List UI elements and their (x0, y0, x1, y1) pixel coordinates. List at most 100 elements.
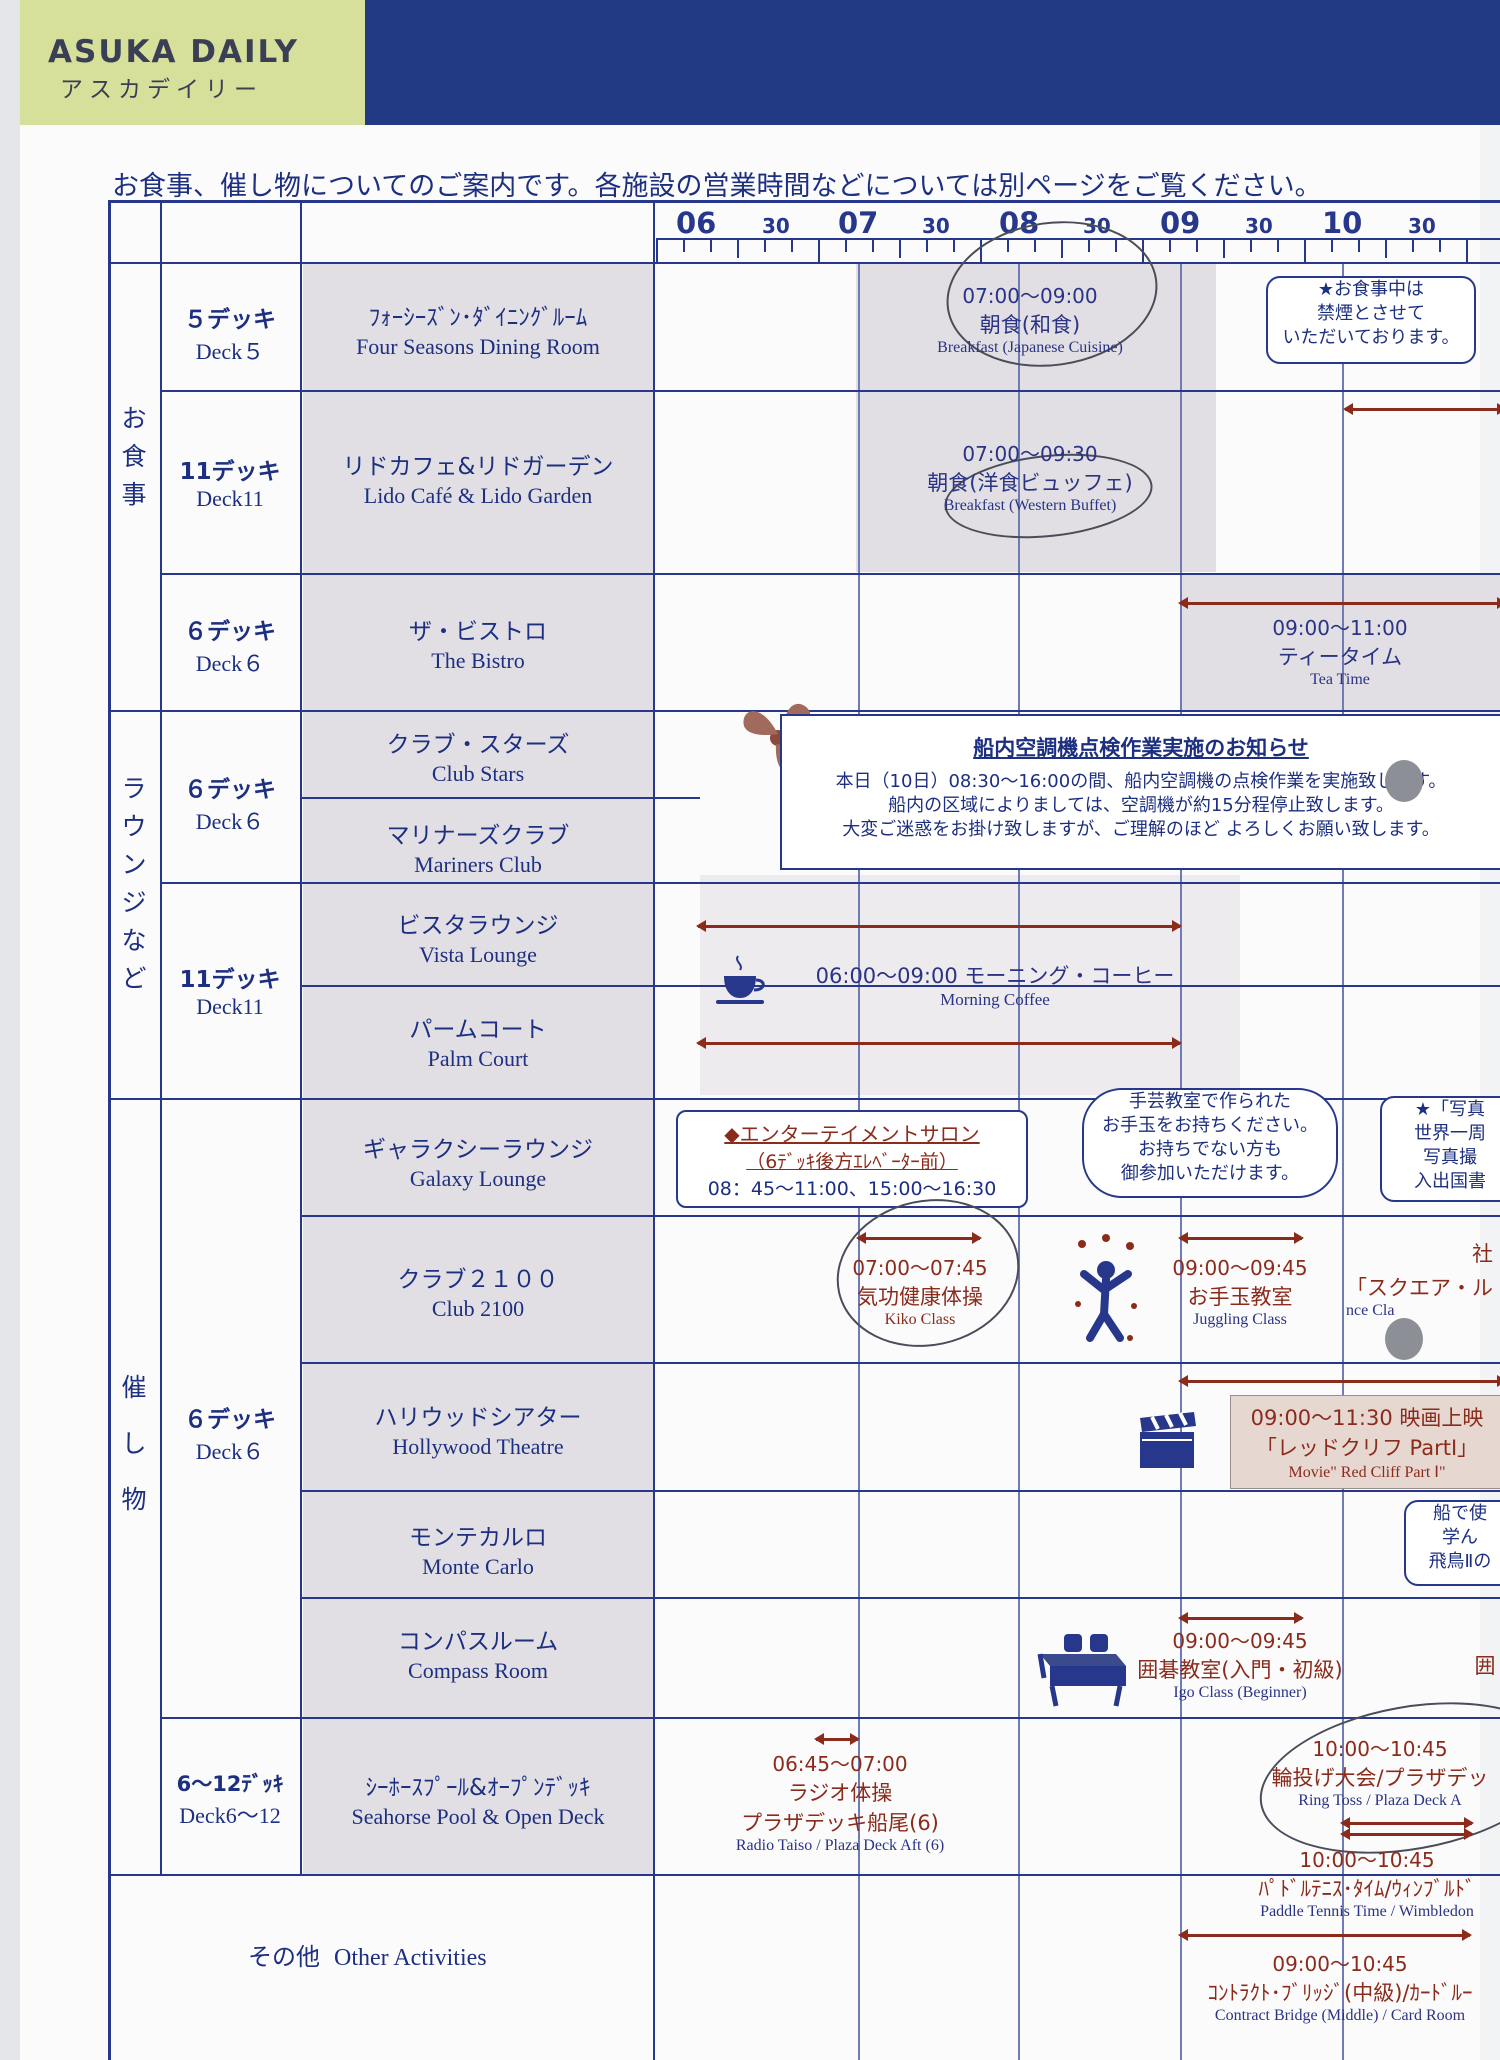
arrow-paddle (1340, 1828, 1474, 1840)
arrow-movie (1178, 1375, 1500, 1387)
callout-juggling-note: 手芸教室で作られたお手玉をお持ちください。お持ちでない方も御参加いただけます。 (1082, 1088, 1338, 1198)
callout-learn: 船で使学ん飛鳥Ⅱの (1404, 1500, 1500, 1586)
tick-06: 06 (676, 206, 717, 240)
tick-1030: 30 (1408, 214, 1436, 238)
tick-mark (926, 240, 928, 252)
arrow-palm-coffee (696, 1037, 1182, 1049)
clapperboard-icon (1140, 1412, 1196, 1468)
tick-mark (764, 240, 766, 252)
arrow-bridge (1178, 1929, 1472, 1941)
tick-mark (1385, 240, 1387, 258)
row-line (160, 390, 1500, 392)
time-ruler (656, 238, 1500, 240)
tick-mark (953, 240, 955, 252)
event-teatime: 09:00～11:00 ティータイム Tea Time (1272, 616, 1408, 688)
row-line (300, 1362, 1500, 1364)
arrow-igo (1178, 1612, 1304, 1624)
tick-mark (1061, 240, 1063, 258)
brand-title: ASUKA DAILY (48, 34, 299, 70)
venue-shade (303, 262, 653, 1874)
event-igo: 09:00～09:45 囲碁教室(入門・初級) Igo Class (Begin… (1137, 1629, 1343, 1701)
intro-text: お食事、催し物についてのご案内です。各施設の営業時間などについては別ページをご覧… (112, 171, 1322, 202)
tick-mark (845, 240, 847, 252)
event-paddle-tennis: 10:00～10:45 ﾊﾟﾄﾞﾙﾃﾆｽ･ﾀｲﾑ/ｳｨﾝﾌﾞﾙﾄﾞ Paddle… (1258, 1848, 1476, 1920)
tick-mark (1088, 240, 1090, 252)
row-line (160, 1717, 1500, 1719)
punch-hole (1385, 760, 1423, 802)
col-line (300, 200, 302, 1874)
tick-mark (656, 240, 658, 262)
igo-right-label: 囲 (1474, 1654, 1496, 1678)
tick-mark (1439, 240, 1441, 252)
col-line (653, 200, 655, 2060)
schedule-grid (108, 200, 1500, 2060)
arrow-teatime (1178, 597, 1500, 609)
coffee-cup-icon (716, 955, 765, 1004)
tick-mark (980, 240, 982, 262)
tick-mark (899, 240, 901, 258)
movie-box (1230, 1395, 1500, 1489)
tick-0630: 30 (762, 214, 790, 238)
page-edge (0, 0, 20, 2060)
tick-mark (737, 240, 739, 258)
tick-08: 08 (999, 206, 1040, 240)
tick-mark (1277, 240, 1279, 252)
callout-no-smoking: ★お食事中は禁煙とさせていただいております。 (1266, 276, 1476, 364)
brand-box (20, 0, 365, 125)
event-breakfast-japanese: 07:00～09:00 朝食(和食) Breakfast (Japanese C… (937, 284, 1123, 356)
row-line (160, 573, 1500, 575)
event-ring-toss: 10:00～10:45 輪投げ大会/プラザデッ Ring Toss / Plaz… (1271, 1737, 1489, 1809)
square-label: 「スクエア・ル nce Cla (1346, 1276, 1493, 1319)
go-board-icon (1037, 1634, 1126, 1707)
tick-mark (1223, 240, 1225, 258)
square-top-label: 社 (1472, 1242, 1493, 1266)
tick-10: 10 (1322, 206, 1363, 240)
row-line (160, 882, 1500, 884)
arrow-vista-coffee (696, 920, 1182, 932)
tick-07: 07 (838, 206, 879, 240)
brand-subtitle: アスカデイリー (60, 77, 263, 103)
event-juggling: 09:00～09:45 お手玉教室 Juggling Class (1172, 1256, 1308, 1328)
header-band (365, 0, 1500, 125)
tick-mark (1169, 240, 1171, 252)
event-contract-bridge: 09:00～10:45 ｺﾝﾄﾗｸﾄ･ﾌﾞﾘｯｼﾞ(中級)/ｶｰﾄﾞﾙｰ Con… (1207, 1952, 1473, 2024)
category-events: 催し物 (121, 1373, 147, 1514)
col-line (160, 200, 162, 1874)
tick-0830: 30 (1083, 214, 1111, 238)
arrow-ring-toss (1340, 1817, 1474, 1829)
tick-mark (1358, 240, 1360, 252)
tick-mark (1412, 240, 1414, 252)
tick-mark (1115, 240, 1117, 252)
breakfast-shade (856, 262, 1216, 572)
tick-0730: 30 (922, 214, 950, 238)
row-line (300, 1597, 1500, 1599)
row-line (108, 262, 1500, 264)
tick-mark (1007, 240, 1009, 252)
tick-mark (872, 240, 874, 252)
category-dining: お食事 (121, 404, 147, 509)
arrow-juggling (1178, 1232, 1304, 1244)
tick-mark (710, 240, 712, 252)
callout-photo: ★「写真世界一周写真撮入出国書 (1380, 1096, 1500, 1202)
hour-line-10 (1342, 262, 1344, 2060)
row-line (300, 985, 1500, 987)
tick-09: 09 (1160, 206, 1201, 240)
event-kiko: 07:00～07:45 気功健康体操 Kiko Class (852, 1256, 988, 1328)
arrow-kiko (856, 1232, 982, 1244)
